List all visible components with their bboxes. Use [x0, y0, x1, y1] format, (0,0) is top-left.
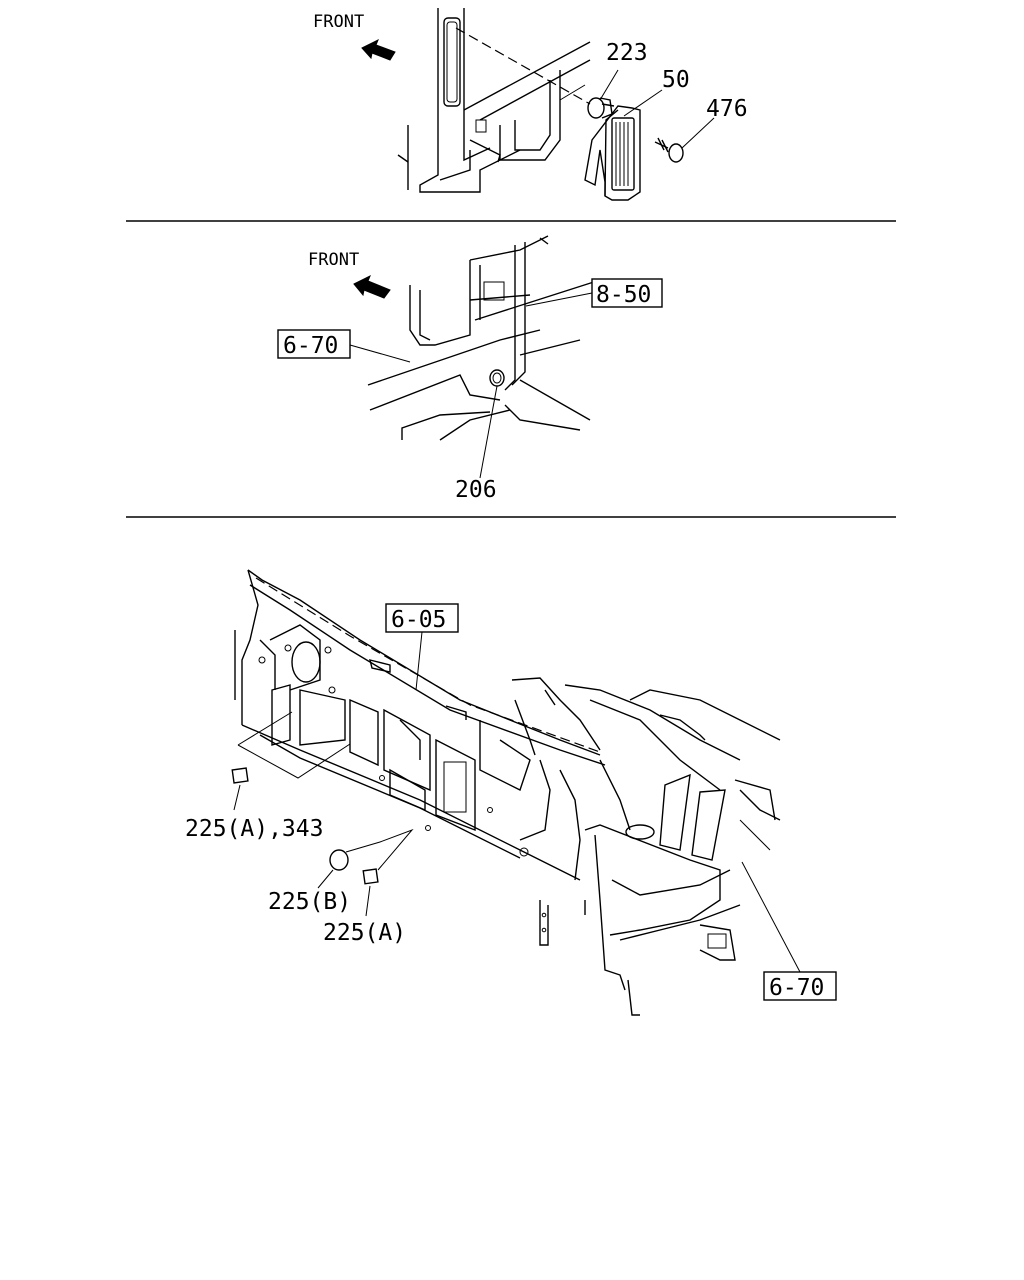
front-label: FRONT	[308, 250, 359, 270]
ref-box-8-50: 8-50	[591, 278, 663, 308]
ref-8-50-text: 8-50	[596, 282, 651, 308]
leader-6-70	[349, 344, 411, 363]
panel-1: FRONT	[313, 8, 748, 201]
leader-225b	[317, 869, 334, 889]
part-223-grommet	[587, 97, 615, 119]
leader-476	[681, 117, 715, 149]
front-arrow-icon	[361, 38, 396, 61]
patch-leader-upper	[237, 711, 351, 779]
alignment-line	[455, 27, 591, 105]
patch-225b	[329, 849, 349, 871]
patch-225a	[362, 868, 379, 885]
leader-6-05	[415, 631, 423, 691]
callout-223: 223	[606, 40, 648, 66]
callout-225a: 225(A)	[323, 920, 406, 946]
callout-206: 206	[455, 477, 497, 503]
leader-6-70	[741, 861, 801, 973]
part-476-screw	[654, 137, 684, 163]
ref-box-6-70: 6-70	[277, 329, 351, 359]
callout-225a-343: 225(A),343	[185, 816, 323, 842]
ref-6-70-text: 6-70	[769, 975, 824, 1001]
callout-50: 50	[662, 67, 690, 93]
leader-8-50	[525, 292, 593, 307]
callout-225b: 225(B)	[268, 889, 351, 915]
front-arrow-icon	[353, 274, 391, 299]
leader-225a-343	[233, 784, 241, 811]
leader-225a	[365, 885, 371, 917]
panel-3: 225(A),343 225(B) 225(A) 6-05 6-70	[185, 569, 837, 1016]
pillar-drawing	[397, 8, 591, 193]
leader-223	[599, 69, 619, 101]
patch-225a-343	[231, 767, 249, 784]
panel-2: FRONT 8-50	[277, 235, 663, 503]
ref-6-70-text: 6-70	[283, 333, 338, 359]
leader-206	[479, 385, 498, 479]
body-drawing	[367, 235, 601, 441]
part-50-grille	[584, 105, 641, 201]
ref-box-6-70: 6-70	[763, 971, 837, 1001]
patch-leader-lower	[345, 828, 414, 871]
front-label: FRONT	[313, 12, 364, 32]
ref-6-05-text: 6-05	[391, 607, 446, 633]
leader-50	[623, 89, 663, 117]
callout-476: 476	[706, 96, 748, 122]
dash-panel-drawing	[234, 569, 781, 1016]
ref-box-6-05: 6-05	[385, 603, 459, 633]
